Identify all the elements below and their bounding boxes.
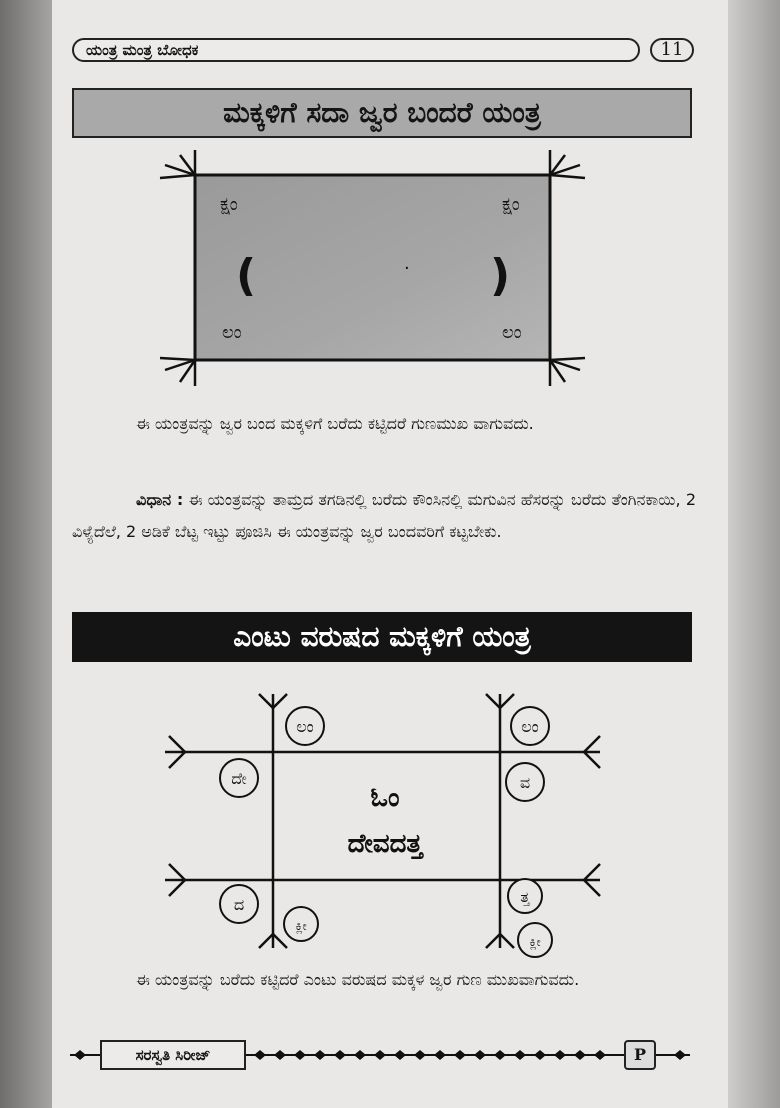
running-title: ಯಂತ್ರ ಮಂತ್ರ ಬೋಧಕ	[72, 38, 640, 62]
yantra2-bottom-right: ತ್ತ	[520, 888, 530, 906]
yantra1-box	[193, 173, 552, 362]
page-shadow-right	[728, 0, 780, 1108]
section2-title: ಎಂಟು ವರುಷದ ಮಕ್ಕಳಿಗೆ ಯಂತ್ರ	[72, 612, 692, 662]
yantra2-diagram: ಲಂ ಲಂ ದೇ ವ ದ ತ್ತ ಕ್ಲೀ ಕ್ಲೀ ಓಂ ದೇವದತ್ತ	[165, 693, 601, 958]
yantra2-center-name: ದೇವದತ್ತ	[348, 829, 425, 860]
method-label: ವಿಧಾನ :	[136, 490, 184, 509]
yantra2-top-left: ಲಂ	[296, 717, 313, 736]
corner-spikes	[159, 150, 586, 386]
page-number: 11	[650, 38, 694, 62]
yantra2-inner-bottom-left: ಕ್ಲೀ	[295, 919, 307, 934]
page-shadow-left	[0, 0, 52, 1108]
yantra1-left-paren: (	[236, 250, 256, 301]
section1-paragraph: ಈ ಯಂತ್ರವನ್ನು ಜ್ವರ ಬಂದ ಮಕ್ಕಳಿಗೆ ಬರೆದು ಕಟ್…	[136, 414, 534, 433]
yantra1-top-left: ಕ್ಷಂ	[220, 194, 238, 215]
yantra2-grid-lines	[165, 693, 601, 949]
section1-title: ಮಕ್ಕಳಿಗೆ ಸದಾ ಜ್ವರ ಬಂದರೆ ಯಂತ್ರ	[72, 88, 692, 138]
yantra2-inner-bottom-right: ಕ್ಲೀ	[529, 935, 541, 950]
yantra2-mid-left: ದೇ	[231, 769, 247, 788]
yantra2-bottom-left: ದ	[234, 895, 244, 914]
yantra2-top-right: ಲಂ	[521, 717, 538, 736]
publisher-logo: P	[624, 1040, 656, 1070]
section2-paragraph: ಈ ಯಂತ್ರವನ್ನು ಬರೆದು ಕಟ್ಟಿದರೆ ಎಂಟು ವರುಷದ ಮ…	[136, 970, 580, 989]
yantra1-bottom-left: ಲಂ	[222, 322, 242, 343]
section1-method: ವಿಧಾನ : ಈ ಯಂತ್ರವನ್ನು ತಾಮ್ರದ ತಗಡಿನಲ್ಲಿ ಬರ…	[72, 484, 696, 548]
yantra1-top-right: ಕ್ಷಂ	[502, 194, 520, 215]
yantra1-center-dot: ·	[404, 258, 410, 279]
yantra2-center-om: ಓಂ	[371, 783, 400, 813]
yantra1-diagram: ಕ್ಷಂ ಕ್ಷಂ ಲಂ ಲಂ ( ) ·	[159, 150, 586, 386]
yantra2-mid-right: ವ	[520, 773, 530, 792]
yantra1-right-paren: )	[490, 250, 510, 301]
method-text: ಈ ಯಂತ್ರವನ್ನು ತಾಮ್ರದ ತಗಡಿನಲ್ಲಿ ಬರೆದು ಕೌಂಸ…	[72, 490, 697, 541]
yantra1-bottom-right: ಲಂ	[502, 322, 522, 343]
series-label: ಸರಸ್ವತಿ ಸಿರೀಜ್	[100, 1040, 246, 1070]
